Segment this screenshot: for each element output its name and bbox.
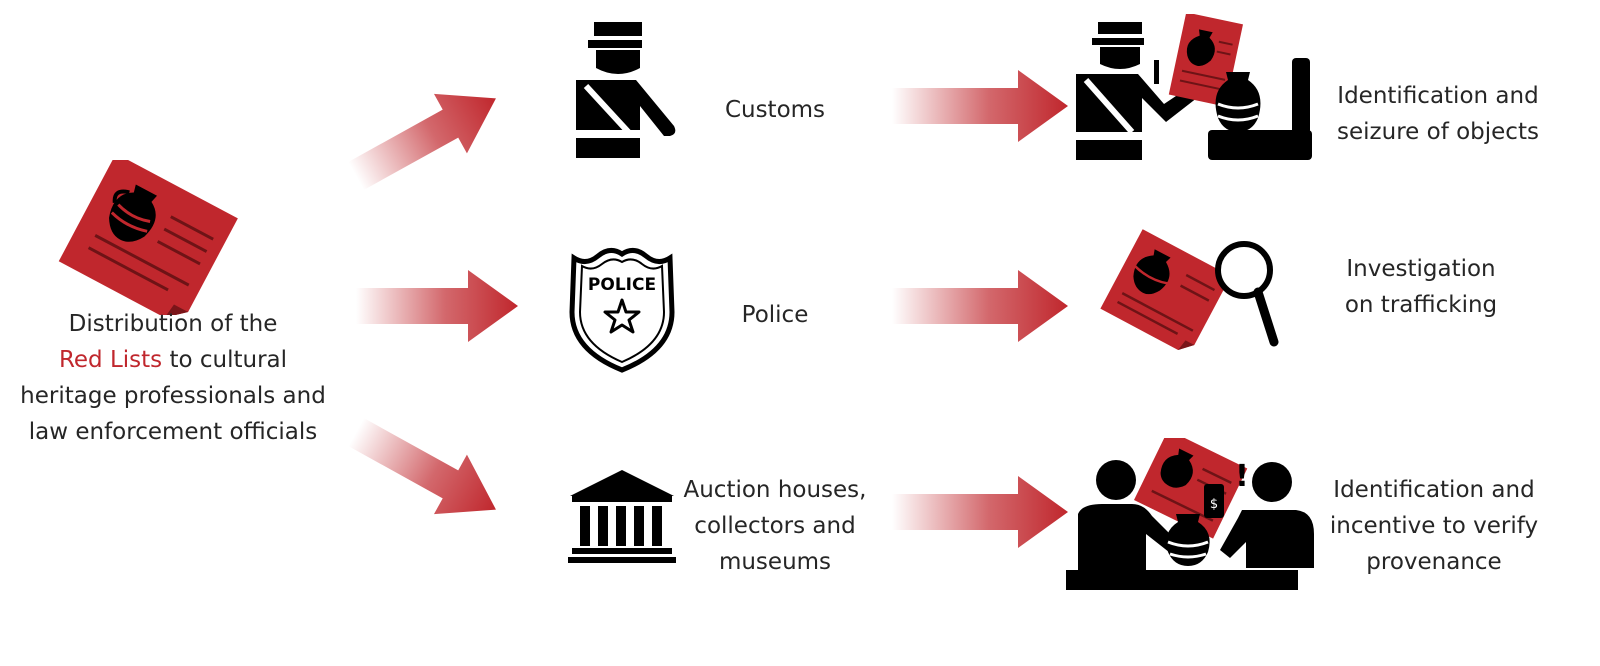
auction-line-2: collectors and — [694, 513, 856, 539]
police-badge-text: POLICE — [588, 275, 656, 295]
source-line-1: Distribution of the — [68, 311, 278, 337]
seizure-outcome: Identification and seizure of objects — [1318, 78, 1558, 150]
investigation-scene-icon — [1100, 229, 1279, 350]
investigation-line-2: on trafficking — [1344, 292, 1498, 318]
provenance-line-2: incentive to verify — [1329, 513, 1539, 539]
investigation-outcome: Investigation on trafficking — [1316, 251, 1526, 323]
investigation-line-1: Investigation — [1346, 256, 1496, 282]
customs-label: Customs — [724, 97, 826, 123]
provenance-line-1: Identification and — [1333, 477, 1535, 503]
provenance-outcome: Identification and incentive to verify p… — [1314, 472, 1554, 580]
source-line-4: law enforcement officials — [28, 419, 318, 445]
red-list-document-icon — [58, 160, 238, 315]
red-lists-highlight: Red Lists — [58, 347, 163, 373]
seizure-scene-icon — [1076, 14, 1312, 160]
seizure-line-1: Identification and — [1337, 83, 1539, 109]
provenance-scene-icon: ! $ — [1066, 438, 1314, 590]
arrow-to-police-icon — [356, 270, 518, 342]
source-line-2: Red Lists to cultural — [58, 347, 288, 373]
alert-mark: ! — [1235, 459, 1249, 494]
source-line-3: heritage professionals and — [20, 383, 326, 409]
seizure-line-2: seizure of objects — [1337, 119, 1539, 145]
police-label: Police — [741, 302, 809, 328]
source-description: Distribution of the Red Lists to cultura… — [0, 306, 346, 450]
arrow-to-customs-icon — [348, 93, 496, 190]
arrow-police-to-investigation-icon — [892, 270, 1068, 342]
auction-label: Auction houses, collectors and museums — [670, 472, 880, 580]
police-badge-icon: POLICE — [569, 248, 675, 373]
arrow-auction-to-provenance-icon — [892, 476, 1068, 548]
auction-line-3: museums — [718, 549, 832, 575]
arrow-customs-to-seizure-icon — [892, 70, 1068, 142]
auction-line-1: Auction houses, — [683, 477, 867, 503]
dollar-mark: $ — [1210, 497, 1218, 512]
provenance-line-3: provenance — [1366, 549, 1502, 575]
museum-building-icon — [568, 470, 676, 563]
customs-officer-icon — [576, 22, 676, 158]
arrow-to-auction-icon — [348, 418, 496, 515]
